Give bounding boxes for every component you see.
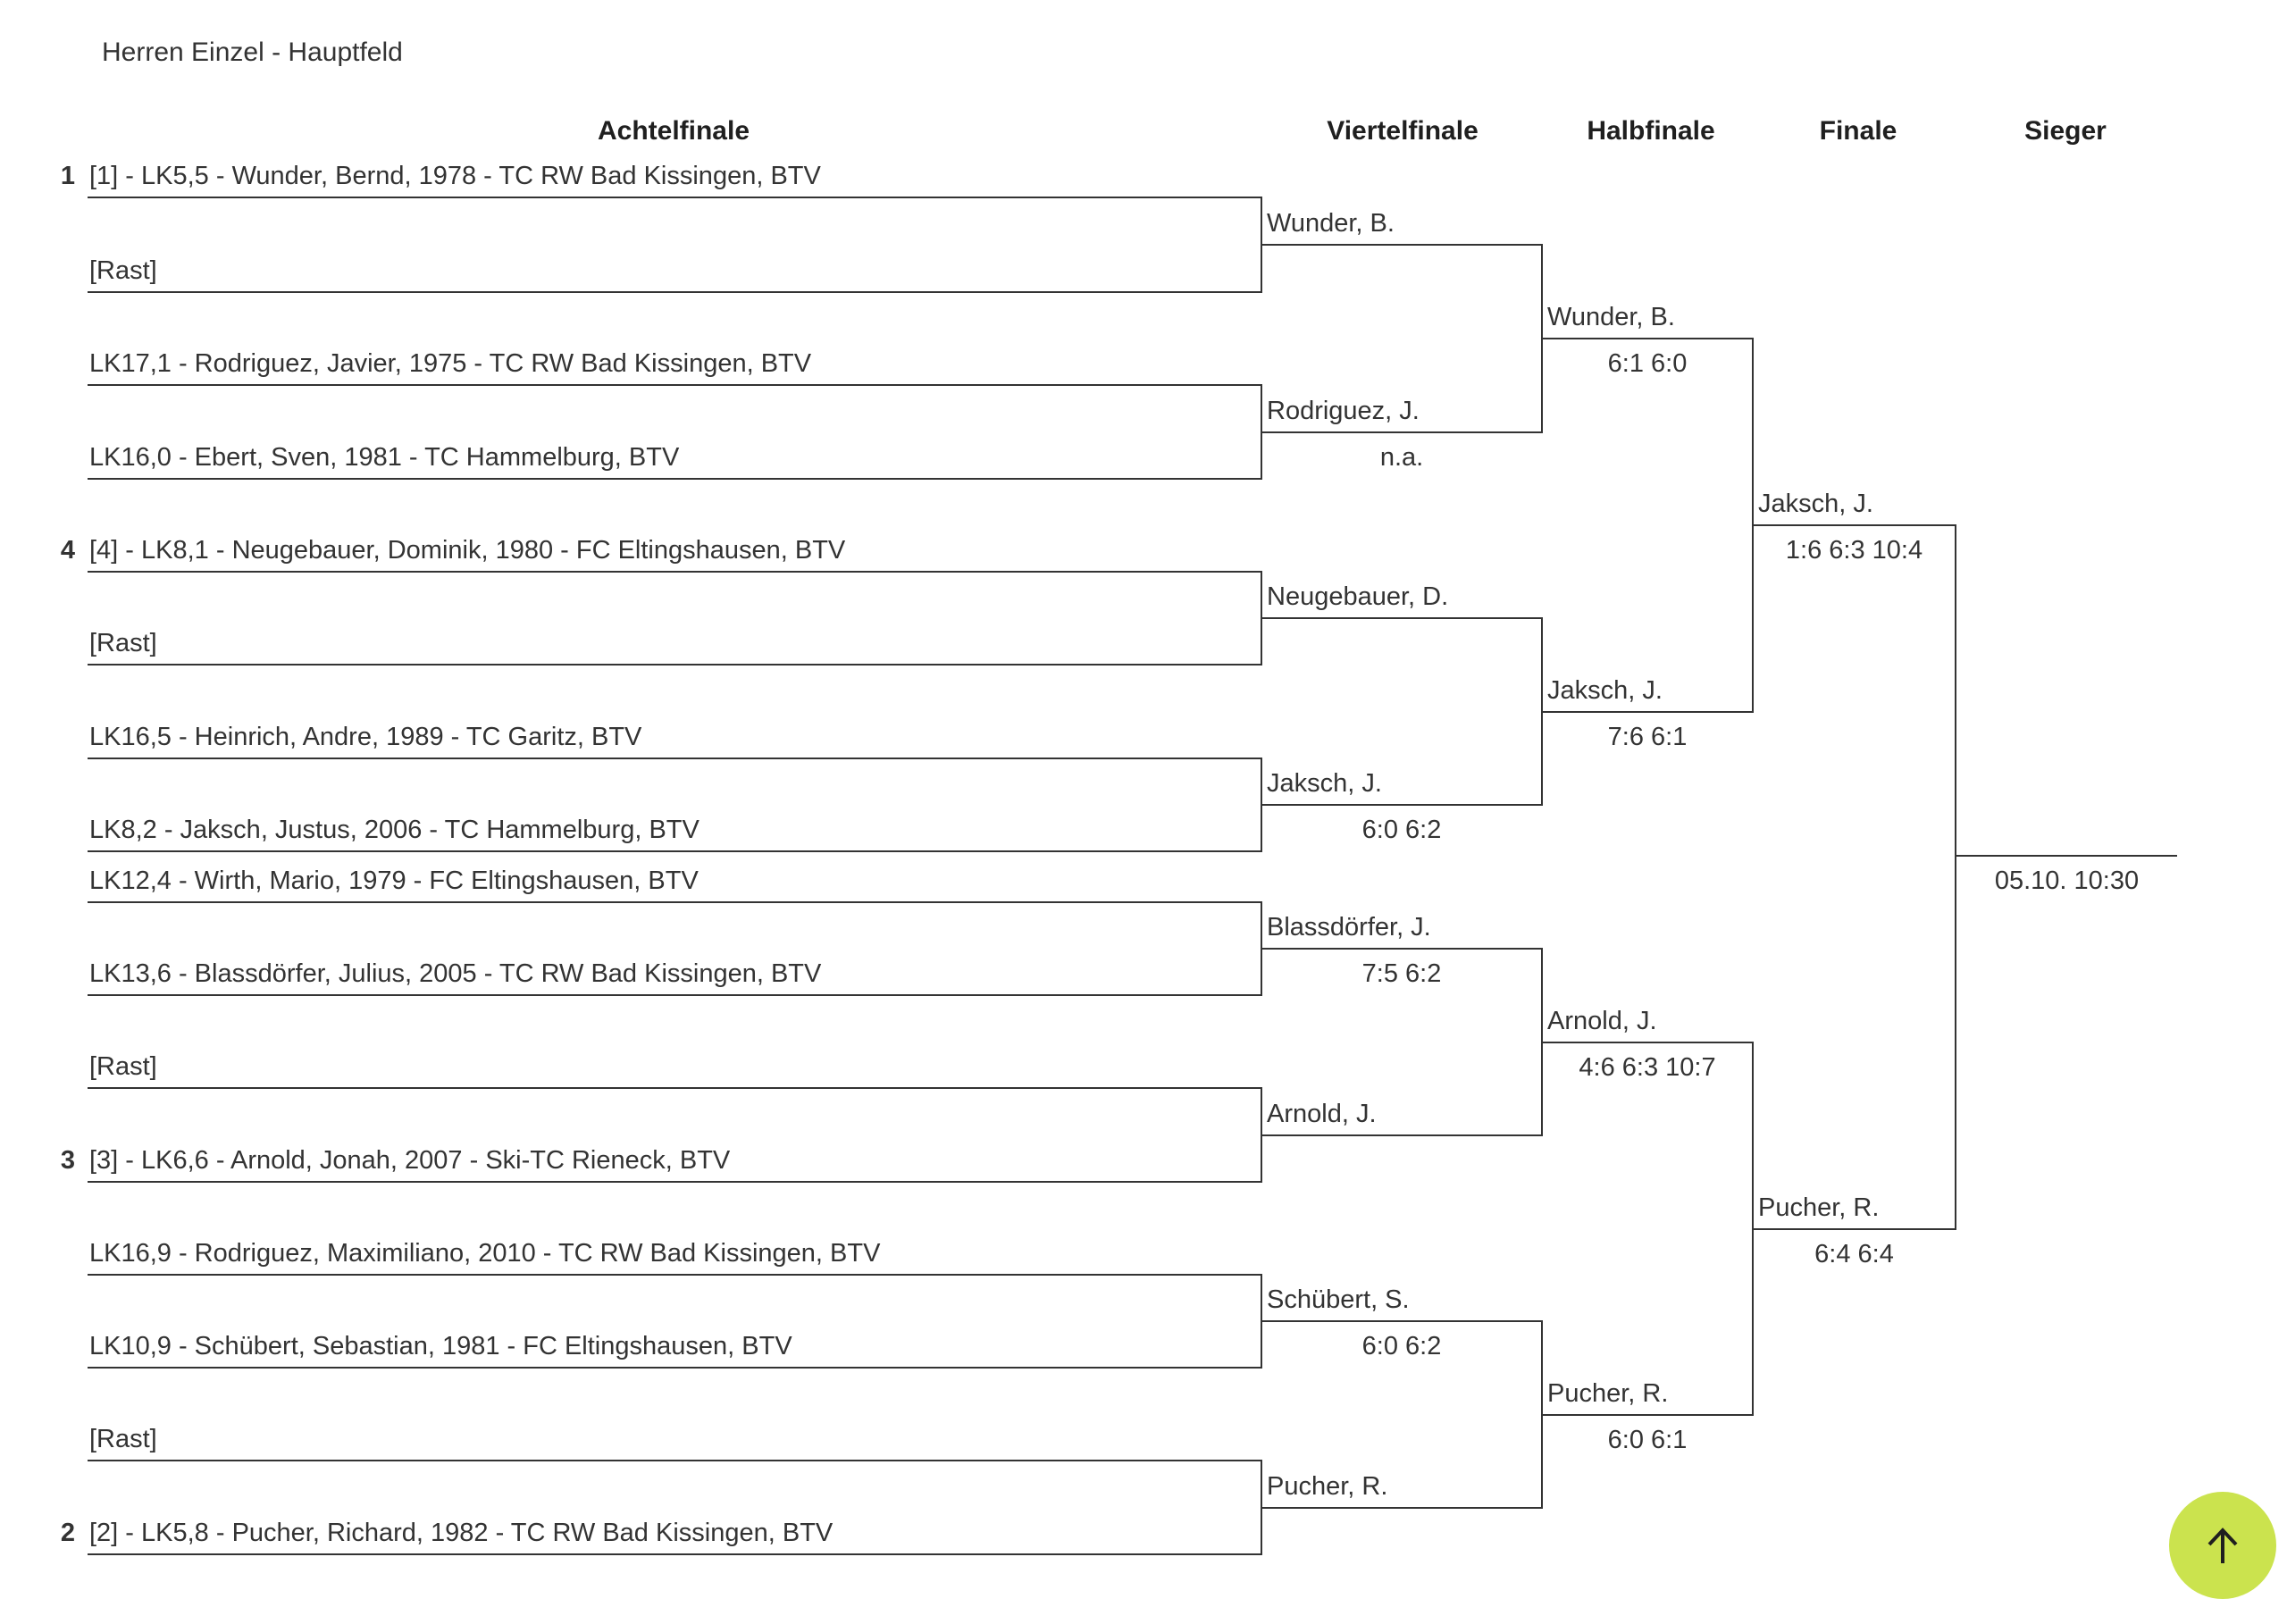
seed-number: 3 — [60, 1146, 75, 1175]
seed-number: 2 — [60, 1519, 75, 1547]
bracket-connector-line — [1261, 384, 1262, 480]
qf-winner-slot: Schübert, S. — [1262, 1279, 1541, 1322]
qf-winner-slot: Jaksch, J. — [1262, 763, 1541, 806]
player-label: [1] - LK5,5 - Wunder, Bernd, 1978 - TC R… — [89, 162, 821, 190]
round-header-sieger: Sieger — [2024, 116, 2107, 146]
qf-winner-slot: Rodriguez, J. — [1262, 390, 1541, 433]
r16-entry: LK8,2 - Jaksch, Justus, 2006 - TC Hammel… — [88, 809, 1262, 852]
qf-winner-slot: Arnold, J. — [1262, 1093, 1541, 1136]
r16-entry: LK13,6 - Blassdörfer, Julius, 2005 - TC … — [88, 953, 1262, 996]
winner-label: Pucher, R. — [1758, 1193, 1880, 1222]
final-winner-slot: Pucher, R. — [1754, 1187, 1955, 1230]
winner-label: Pucher, R. — [1267, 1472, 1388, 1501]
match-score: n.a. — [1379, 443, 1424, 472]
bracket-connector-line — [1261, 1460, 1262, 1555]
qf-winner-slot: Pucher, R. — [1262, 1466, 1541, 1509]
round-header-achtelfinale: Achtelfinale — [597, 116, 750, 146]
r16-entry: [Rast] — [88, 623, 1262, 666]
player-label: LK8,2 - Jaksch, Justus, 2006 - TC Hammel… — [89, 816, 700, 844]
winner-label: Rodriguez, J. — [1267, 397, 1420, 425]
player-label: [2] - LK5,8 - Pucher, Richard, 1982 - TC… — [89, 1519, 834, 1547]
player-label: LK13,6 - Blassdörfer, Julius, 2005 - TC … — [89, 959, 822, 988]
bracket-connector-line — [1261, 1087, 1262, 1183]
sf-winner-slot: Wunder, B. — [1543, 297, 1752, 339]
final-schedule: 05.10. 10:30 — [1994, 866, 2140, 895]
winner-label: Blassdörfer, J. — [1267, 913, 1431, 942]
player-label: LK17,1 - Rodriguez, Javier, 1975 - TC RW… — [89, 349, 812, 378]
bracket-connector-line — [1261, 571, 1262, 666]
round-header-halbfinale: Halbfinale — [1587, 116, 1715, 146]
winner-label: Arnold, J. — [1267, 1100, 1377, 1128]
r16-entry: [Rast] — [88, 250, 1262, 293]
bracket-connector-line — [1261, 1274, 1262, 1369]
player-label: [3] - LK6,6 - Arnold, Jonah, 2007 - Ski-… — [89, 1146, 731, 1175]
bracket-connector-line — [1261, 901, 1262, 996]
r16-entry: [1] - LK5,5 - Wunder, Bernd, 1978 - TC R… — [88, 155, 1262, 198]
winner-label: Jaksch, J. — [1267, 769, 1382, 798]
player-label: [Rast] — [89, 1052, 157, 1081]
r16-entry: [Rast] — [88, 1419, 1262, 1461]
winner-label: Jaksch, J. — [1547, 676, 1663, 705]
round-header-finale: Finale — [1819, 116, 1897, 146]
bracket-connector-line — [1752, 1042, 1754, 1416]
player-label: [4] - LK8,1 - Neugebauer, Dominik, 1980 … — [89, 536, 846, 565]
match-score: 4:6 6:3 10:7 — [1579, 1053, 1716, 1082]
player-label: LK12,4 - Wirth, Mario, 1979 - FC Eltings… — [89, 866, 699, 895]
r16-entry: [3] - LK6,6 - Arnold, Jonah, 2007 - Ski-… — [88, 1140, 1262, 1183]
r16-entry: [Rast] — [88, 1046, 1262, 1089]
match-score: 6:1 6:0 — [1607, 349, 1688, 378]
match-score: 6:0 6:1 — [1607, 1426, 1688, 1454]
round-header-viertelfinale: Viertelfinale — [1327, 116, 1479, 146]
qf-winner-slot: Wunder, B. — [1262, 203, 1541, 246]
winner-label: Neugebauer, D. — [1267, 582, 1449, 611]
bracket-connector-line — [1955, 524, 1956, 1230]
r16-entry: LK16,5 - Heinrich, Andre, 1989 - TC Gari… — [88, 716, 1262, 759]
seed-number: 4 — [60, 536, 75, 565]
sf-winner-slot: Pucher, R. — [1543, 1373, 1752, 1416]
qf-winner-slot: Neugebauer, D. — [1262, 576, 1541, 619]
final-winner-slot: Jaksch, J. — [1754, 483, 1955, 526]
match-score: 6:0 6:2 — [1361, 816, 1442, 844]
match-score: 6:0 6:2 — [1361, 1332, 1442, 1360]
player-label: [Rast] — [89, 1425, 157, 1453]
bracket-connector-line — [1541, 617, 1543, 806]
player-label: LK10,9 - Schübert, Sebastian, 1981 - FC … — [89, 1332, 792, 1360]
bracket-connector-line — [1541, 244, 1543, 433]
winner-label: Jaksch, J. — [1758, 490, 1873, 518]
sf-winner-slot: Jaksch, J. — [1543, 670, 1752, 713]
r16-entry: LK16,0 - Ebert, Sven, 1981 - TC Hammelbu… — [88, 437, 1262, 480]
arrow-up-icon — [2207, 1528, 2238, 1563]
winner-label: Arnold, J. — [1547, 1007, 1657, 1035]
r16-entry: [4] - LK8,1 - Neugebauer, Dominik, 1980 … — [88, 530, 1262, 573]
r16-entry: LK17,1 - Rodriguez, Javier, 1975 - TC RW… — [88, 343, 1262, 386]
winner-label: Wunder, B. — [1547, 303, 1675, 331]
page-title: Herren Einzel - Hauptfeld — [102, 38, 403, 67]
match-score: 6:4 6:4 — [1814, 1240, 1894, 1268]
bracket-connector-line — [1541, 948, 1543, 1136]
bracket-connector-line — [1752, 338, 1754, 713]
bracket-connector-line — [1261, 758, 1262, 852]
match-score: 7:5 6:2 — [1361, 959, 1442, 988]
bracket-connector-line — [1541, 1320, 1543, 1509]
scroll-top-button[interactable] — [2169, 1492, 2276, 1599]
qf-winner-slot: Blassdörfer, J. — [1262, 907, 1541, 950]
player-label: [Rast] — [89, 629, 157, 657]
seed-number: 1 — [60, 162, 75, 190]
r16-entry: LK16,9 - Rodriguez, Maximiliano, 2010 - … — [88, 1233, 1262, 1276]
winner-label: Pucher, R. — [1547, 1379, 1669, 1408]
bracket-connector-line — [1261, 197, 1262, 293]
r16-entry: LK10,9 - Schübert, Sebastian, 1981 - FC … — [88, 1326, 1262, 1369]
match-score: 1:6 6:3 10:4 — [1785, 536, 1923, 565]
r16-entry: [2] - LK5,8 - Pucher, Richard, 1982 - TC… — [88, 1512, 1262, 1555]
sf-winner-slot: Arnold, J. — [1543, 1000, 1752, 1043]
match-score: 7:6 6:1 — [1607, 723, 1688, 751]
champion-line — [1956, 855, 2177, 857]
winner-label: Wunder, B. — [1267, 209, 1395, 238]
r16-entry: LK12,4 - Wirth, Mario, 1979 - FC Eltings… — [88, 860, 1262, 903]
player-label: LK16,9 - Rodriguez, Maximiliano, 2010 - … — [89, 1239, 881, 1268]
winner-label: Schübert, S. — [1267, 1285, 1410, 1314]
player-label: LK16,0 - Ebert, Sven, 1981 - TC Hammelbu… — [89, 443, 680, 472]
player-label: [Rast] — [89, 256, 157, 285]
player-label: LK16,5 - Heinrich, Andre, 1989 - TC Gari… — [89, 723, 642, 751]
